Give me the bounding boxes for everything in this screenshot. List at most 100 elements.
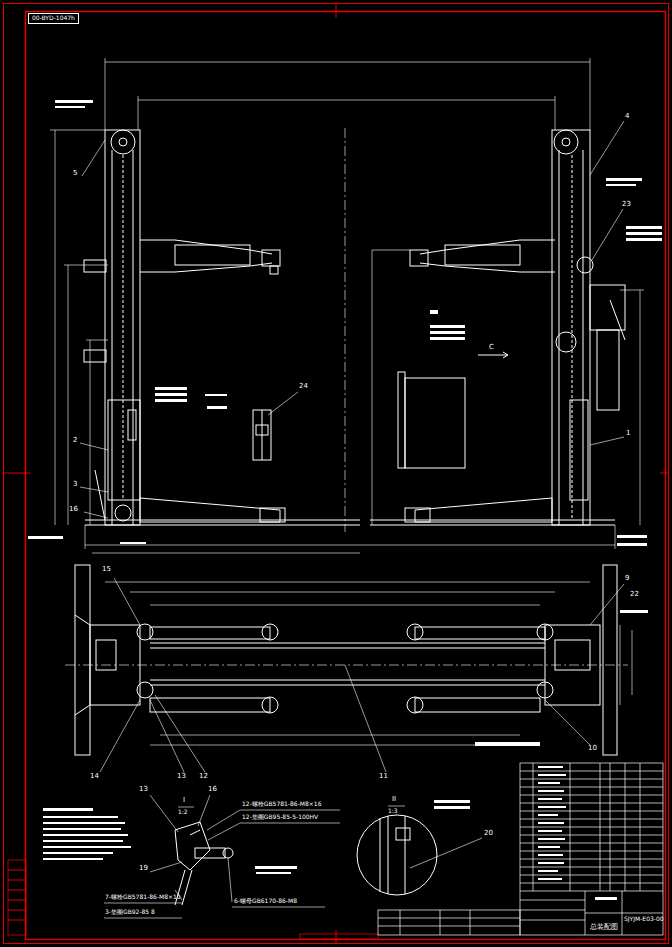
illegible-text-bars bbox=[626, 238, 662, 241]
illegible-text-bars bbox=[28, 536, 63, 539]
dimension-lines bbox=[620, 290, 644, 291]
left-column-elevation bbox=[105, 130, 140, 525]
detail-view-i bbox=[195, 848, 225, 858]
left-column-elevation bbox=[112, 150, 113, 525]
illegible-text-bars bbox=[207, 406, 227, 409]
plan-view bbox=[150, 648, 545, 649]
leader-lines bbox=[104, 903, 182, 904]
callout-number: 19 bbox=[139, 865, 148, 873]
detail-mark: I bbox=[183, 797, 185, 805]
dimension-lines bbox=[50, 130, 105, 131]
detail-view-ii bbox=[380, 818, 381, 892]
left-column-elevation bbox=[95, 470, 105, 520]
illegible-text-bars bbox=[120, 542, 146, 544]
title-block bbox=[400, 910, 401, 935]
right-column-elevation bbox=[405, 378, 465, 468]
left-column-elevation bbox=[270, 266, 278, 274]
callout-number: 13 bbox=[177, 773, 186, 781]
callout-number: 1 bbox=[626, 430, 630, 438]
right-column-elevation bbox=[445, 245, 520, 265]
part-spec: 12-螺栓GB5781-86-M8×16 bbox=[242, 801, 321, 808]
title-block bbox=[378, 763, 663, 935]
right-column-elevation bbox=[559, 150, 560, 525]
callout-number: 4 bbox=[625, 113, 629, 121]
illegible-text-bars bbox=[55, 100, 93, 103]
title-block-fill bbox=[538, 790, 564, 792]
center-lines bbox=[65, 128, 628, 665]
drawing-number: SJYJM-E03-00 bbox=[624, 916, 664, 923]
sheet-frame bbox=[3, 473, 30, 474]
plan-view bbox=[407, 624, 423, 640]
detail-view-ii bbox=[388, 816, 389, 894]
title-block bbox=[640, 763, 641, 891]
title-block-fill bbox=[538, 878, 562, 880]
title-block-fill bbox=[538, 870, 558, 872]
plan-view bbox=[75, 565, 90, 755]
plan-view bbox=[262, 624, 278, 640]
title-block-fill bbox=[538, 806, 566, 808]
illegible-text-bars bbox=[430, 331, 465, 334]
right-column-elevation bbox=[410, 250, 428, 266]
title-block bbox=[520, 851, 663, 852]
title-block-fill bbox=[538, 782, 560, 784]
illegible-text-bars bbox=[43, 834, 128, 836]
plan-view bbox=[555, 640, 590, 670]
callout-number: 13 bbox=[139, 786, 148, 794]
right-column-elevation bbox=[590, 285, 625, 330]
title-block bbox=[520, 819, 663, 820]
leader-lines bbox=[178, 807, 194, 808]
title-block-fill bbox=[538, 814, 558, 816]
detail-view-i bbox=[182, 870, 192, 905]
part-spec: 7-螺栓GB5781-86-M8×10 bbox=[105, 894, 181, 901]
dimension-lines bbox=[160, 735, 520, 736]
plan-view bbox=[603, 565, 617, 755]
left-column-elevation bbox=[108, 400, 140, 500]
leader-lines bbox=[240, 823, 340, 824]
illegible-text-bars bbox=[43, 822, 125, 824]
dimension-lines bbox=[138, 96, 139, 130]
plan-view bbox=[537, 624, 553, 640]
callout-number: 22 bbox=[630, 591, 639, 599]
title-block bbox=[470, 910, 471, 935]
right-column-elevation bbox=[420, 263, 555, 272]
left-column-elevation bbox=[85, 525, 360, 526]
left-column-elevation bbox=[119, 138, 127, 146]
leader-lines bbox=[80, 487, 108, 492]
left-column-elevation bbox=[115, 505, 131, 521]
callout-number: 16 bbox=[208, 786, 217, 794]
title-block-fill bbox=[538, 830, 562, 832]
illegible-text-bars bbox=[434, 800, 470, 803]
view-letter: C bbox=[489, 344, 494, 352]
right-column-elevation bbox=[583, 150, 584, 525]
leader-lines bbox=[84, 512, 108, 518]
title-block-fill bbox=[538, 766, 563, 768]
detail-view-i bbox=[223, 848, 233, 858]
sheet-frame bbox=[8, 920, 26, 921]
dimension-lines bbox=[105, 62, 590, 63]
right-column-elevation bbox=[420, 240, 555, 254]
dimension-lines bbox=[555, 96, 556, 130]
dimension-lines bbox=[615, 525, 616, 549]
illegible-text-bars bbox=[28, 100, 662, 874]
right-column-elevation bbox=[398, 372, 405, 468]
right-column-elevation bbox=[478, 355, 508, 356]
left-column-elevation bbox=[128, 410, 136, 440]
title-block bbox=[378, 926, 520, 927]
illegible-text-bars bbox=[43, 852, 113, 854]
illegible-text-bars bbox=[43, 808, 93, 811]
right-column-elevation bbox=[370, 525, 615, 526]
title-block-fill bbox=[538, 798, 562, 800]
title-block bbox=[570, 763, 571, 891]
title-block bbox=[520, 811, 663, 812]
title-block-fill bbox=[538, 774, 566, 776]
dimension-lines bbox=[64, 265, 108, 266]
title-block-fill bbox=[538, 862, 564, 864]
part-spec: 3-垫圈GB92-85 8 bbox=[105, 909, 155, 916]
illegible-text-bars bbox=[606, 178, 642, 181]
leader-lines bbox=[590, 437, 624, 445]
plan-view bbox=[150, 680, 545, 681]
plan-view bbox=[90, 625, 140, 705]
dimension-lines bbox=[590, 58, 591, 130]
leader-lines bbox=[80, 443, 108, 450]
